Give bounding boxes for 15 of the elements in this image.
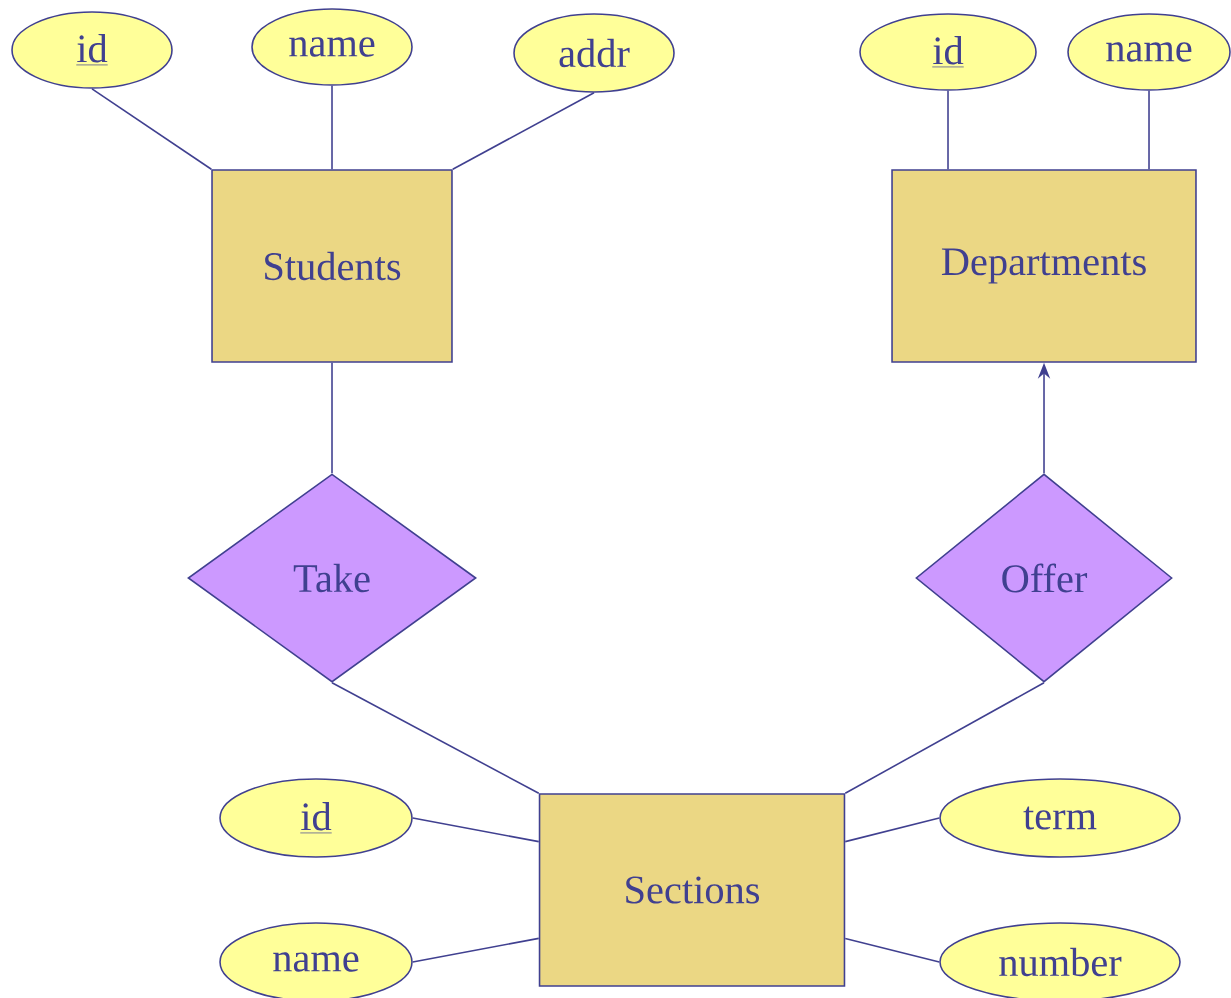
connector-line <box>331 682 540 795</box>
connector-line <box>1148 90 1150 170</box>
connector-line <box>412 937 540 963</box>
connector-line <box>844 817 941 843</box>
connector-line <box>947 90 949 170</box>
entity-box: Sections <box>538 793 846 987</box>
connector-line <box>331 362 333 475</box>
connector-line <box>412 817 540 843</box>
connector-line <box>91 88 213 170</box>
connector-line <box>451 92 595 170</box>
entity-box: Departments <box>891 169 1197 363</box>
connector-line <box>844 937 941 963</box>
connector-line <box>331 85 333 170</box>
connector-line <box>844 682 1045 795</box>
entity-box: Students <box>211 169 453 363</box>
